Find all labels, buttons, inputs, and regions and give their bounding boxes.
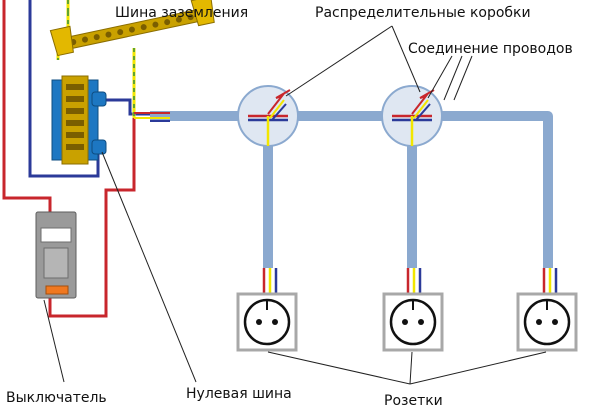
junction-box-icon <box>237 85 299 147</box>
leader-lines <box>43 25 547 385</box>
sockets-label: Розетки <box>384 393 443 409</box>
wire-connection-label: Соединение проводов <box>408 41 573 57</box>
junction-box-icon <box>381 85 443 147</box>
circuit-breaker-icon <box>35 211 77 299</box>
phase-wire-breaker-out <box>48 112 136 318</box>
power-socket-icon <box>236 268 298 352</box>
switch-label: Выключатель <box>6 390 107 406</box>
power-socket-icon <box>516 268 578 352</box>
ground-bus-label: Шина заземления <box>115 5 248 21</box>
main-cable <box>150 111 553 268</box>
neutral-bus-icon <box>51 75 107 165</box>
neutral-bus-label: Нулевая шина <box>186 386 292 402</box>
ground-bus-icon <box>49 0 215 57</box>
power-socket-icon <box>382 268 444 352</box>
phase-wire-feed <box>2 0 52 212</box>
junction-boxes-label: Распределительные коробки <box>315 5 531 21</box>
neutral-wire-feed <box>28 0 100 178</box>
